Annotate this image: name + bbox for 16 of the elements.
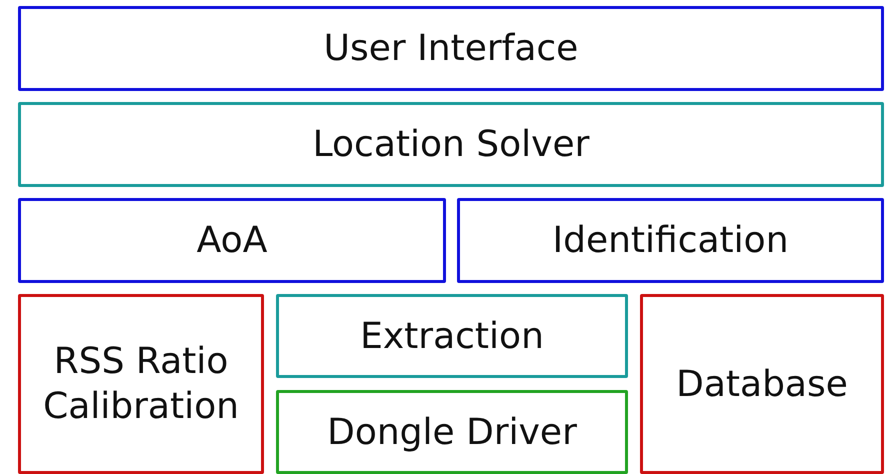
layer-label: Identification (552, 219, 789, 263)
layer-box (640, 294, 884, 474)
layer-label: AoA (196, 219, 268, 263)
layer-box (18, 6, 884, 91)
layer-label: RSS Ratio Calibration (42, 340, 240, 429)
layer-label: Extraction (360, 314, 544, 358)
layer-label: Database (676, 362, 848, 406)
layer-box (18, 198, 446, 283)
layer-label: Dongle Driver (327, 410, 577, 454)
layer-box (457, 198, 884, 283)
layer-box (18, 294, 264, 474)
layer-box (18, 102, 884, 187)
layer-label: Location Solver (312, 123, 590, 167)
layer-label: User Interface (324, 27, 578, 71)
layer-box (276, 390, 628, 474)
layer-box (276, 294, 628, 378)
